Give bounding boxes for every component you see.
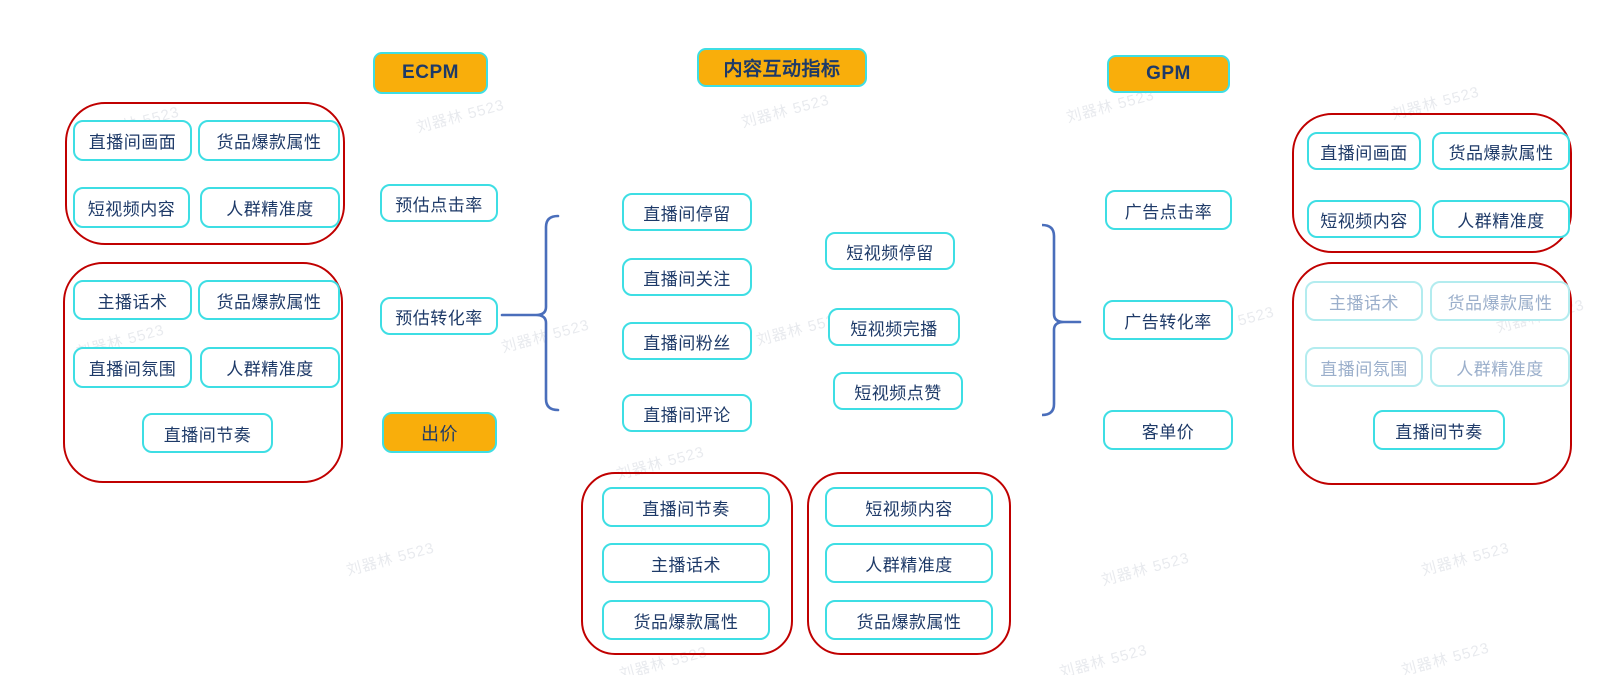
header-ecpm: ECPM [373,52,488,94]
right-brace [1042,223,1082,417]
node-audience-precision: 人群精准度 [825,543,993,583]
node-live-rhythm: 直播间节奏 [142,413,273,453]
header-content-interaction: 内容互动指标 [697,48,867,87]
node-anchor-script: 主播话术 [1305,281,1423,321]
node-video-complete: 短视频完播 [828,308,960,346]
watermark-text: 刘器林 5523 [1057,641,1150,675]
node-short-video-content: 短视频内容 [1307,200,1421,238]
watermark-text: 刘器林 5523 [414,96,507,137]
node-live-screen: 直播间画面 [1307,132,1421,170]
node-hot-product: 货品爆款属性 [1432,132,1570,170]
node-audience-precision: 人群精准度 [200,187,340,228]
node-live-comment: 直播间评论 [622,394,752,432]
node-live-follow: 直播间关注 [622,258,752,296]
node-est-ctr: 预估点击率 [380,184,498,222]
node-ad-cvr: 广告转化率 [1103,300,1233,340]
node-video-stay: 短视频停留 [825,232,955,270]
watermark-text: 刘器林 5523 [344,539,437,580]
node-anchor-script: 主播话术 [602,543,770,583]
node-hot-product: 货品爆款属性 [198,280,340,320]
node-live-rhythm: 直播间节奏 [602,487,770,527]
node-anchor-script: 主播话术 [73,280,192,320]
watermark-text: 刘器林 5523 [1419,539,1512,580]
group-ecpm-cvr-factors [63,262,343,483]
header-gpm: GPM [1107,55,1230,93]
node-short-video-content: 短视频内容 [825,487,993,527]
node-hot-product: 货品爆款属性 [1430,281,1570,321]
node-audience-precision: 人群精准度 [200,347,340,388]
node-short-video-content: 短视频内容 [73,187,190,228]
group-ecpm-ctr-factors [65,102,345,245]
watermark-text: 刘器林 5523 [1399,639,1492,675]
node-hot-product: 货品爆款属性 [198,120,340,161]
node-live-screen: 直播间画面 [73,120,192,161]
node-live-stay: 直播间停留 [622,193,752,231]
group-gpm-ctr-factors [1292,113,1572,253]
watermark-text: 刘器林 5523 [739,91,832,132]
left-brace [500,214,560,412]
group-live-interaction-factors [581,472,793,655]
watermark-text: 刘器林 5523 [1099,549,1192,590]
node-audience-precision: 人群精准度 [1432,200,1570,238]
node-live-rhythm: 直播间节奏 [1373,410,1505,450]
node-live-atmosphere: 直播间氛围 [1305,347,1423,387]
node-live-atmosphere: 直播间氛围 [73,347,192,388]
node-bid: 出价 [382,412,497,453]
node-hot-product: 货品爆款属性 [602,600,770,640]
node-aov: 客单价 [1103,410,1233,450]
node-hot-product: 货品爆款属性 [825,600,993,640]
node-audience-precision: 人群精准度 [1430,347,1570,387]
group-video-interaction-factors [807,472,1011,655]
node-video-like: 短视频点赞 [833,372,963,410]
group-gpm-cvr-factors [1292,262,1572,485]
node-ad-ctr: 广告点击率 [1105,190,1232,230]
node-est-cvr: 预估转化率 [380,297,498,335]
node-live-fans: 直播间粉丝 [622,322,752,360]
